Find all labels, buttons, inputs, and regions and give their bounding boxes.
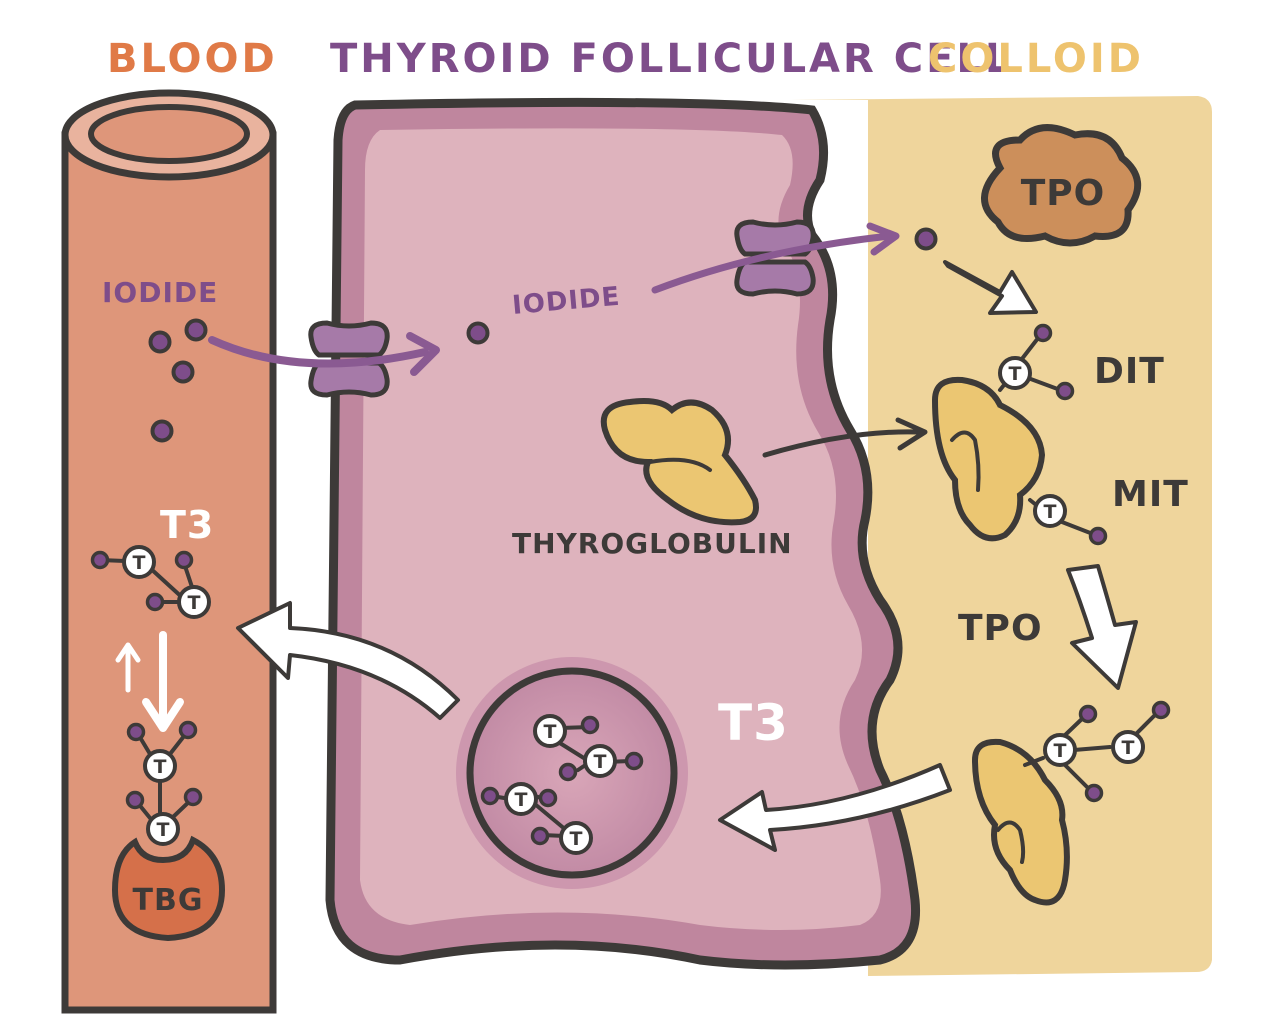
iodide-transporter-apical	[734, 219, 816, 297]
endocytosis-arrow	[718, 763, 952, 852]
iodide-dot	[148, 330, 172, 354]
t-ring	[1033, 494, 1067, 528]
iodide-transporter-basal	[308, 320, 390, 398]
label-dit: DIT	[1094, 351, 1165, 392]
iodine-atom	[90, 550, 110, 570]
t3-free-molecule	[90, 545, 211, 619]
iodide-arrow-into-cell	[208, 336, 429, 368]
iodination-arrow	[943, 260, 1038, 315]
t-ring	[143, 749, 177, 783]
label-t3-blood: T3	[160, 503, 214, 547]
blood-vessel	[61, 89, 277, 1014]
t3-bound-molecule	[125, 720, 203, 846]
label-mit: MIT	[1112, 474, 1189, 515]
iodine-atom	[1084, 783, 1104, 803]
iodide-dot	[150, 419, 174, 443]
thyroglobulin-secretion-arrow-head	[895, 417, 928, 451]
iodine-atom	[145, 592, 165, 612]
header-follicular-cell: THYROID FOLLICULAR CELL	[330, 36, 1013, 82]
iodine-atom	[1055, 381, 1075, 401]
secretion-arrow	[236, 601, 460, 720]
iodine-atom	[126, 722, 146, 742]
header-blood: BLOOD	[107, 36, 278, 82]
iodide-dot	[466, 321, 490, 345]
tbg-protein: TBG	[111, 835, 226, 942]
iodide-arrow-into-cell-head	[406, 332, 440, 376]
coupling-arrow	[1066, 564, 1138, 690]
iodine-atom	[480, 786, 500, 806]
thyroglobulin-colloid-t3	[971, 700, 1171, 906]
iodine-atom	[1088, 526, 1108, 546]
iodide-dot	[914, 227, 938, 251]
label-t3-vesicle: T3	[718, 694, 789, 752]
thyroglobulin-colloid-mit-dit	[931, 323, 1108, 546]
t-ring	[504, 782, 538, 816]
iodine-atom	[538, 788, 558, 808]
iodide-dot	[184, 318, 208, 342]
t-ring	[177, 585, 211, 619]
equilibrium-arrows	[115, 631, 184, 732]
t-ring	[559, 821, 593, 855]
t-ring	[146, 812, 180, 846]
t-ring	[1111, 730, 1145, 764]
header-colloid: COLLOID	[928, 36, 1144, 82]
iodide-dot	[171, 360, 195, 384]
vesicle	[456, 657, 688, 889]
thyroglobulin-secretion-arrow	[762, 429, 921, 458]
iodine-atom	[580, 715, 600, 735]
t-ring	[122, 545, 156, 579]
iodine-atom	[530, 826, 550, 846]
label-iodide-blood: IODIDE	[102, 276, 218, 309]
t-ring	[998, 356, 1032, 390]
iodine-atom	[1033, 323, 1053, 343]
tpo-enzyme-label: TPO	[1021, 173, 1106, 214]
t-ring	[533, 714, 567, 748]
label-thyroglobulin: THYROGLOBULIN	[512, 527, 793, 560]
label-tpo-coupling: TPO	[958, 608, 1043, 649]
tbg-label: TBG	[133, 883, 204, 918]
iodine-atom	[183, 787, 203, 807]
iodine-atom	[178, 720, 198, 740]
t-ring	[1043, 733, 1077, 767]
iodine-atom	[174, 550, 194, 570]
iodine-atom	[558, 762, 578, 782]
iodide-arrow-into-colloid	[651, 232, 894, 294]
thyroglobulin-cell	[600, 398, 759, 526]
iodide-arrow-into-colloid-head	[866, 222, 900, 256]
iodine-atom	[1151, 700, 1171, 720]
t-ring	[583, 744, 617, 778]
tpo-enzyme: TPO	[981, 124, 1142, 247]
iodine-atom	[624, 751, 644, 771]
iodine-atom	[1078, 704, 1098, 724]
iodine-atom	[125, 790, 145, 810]
